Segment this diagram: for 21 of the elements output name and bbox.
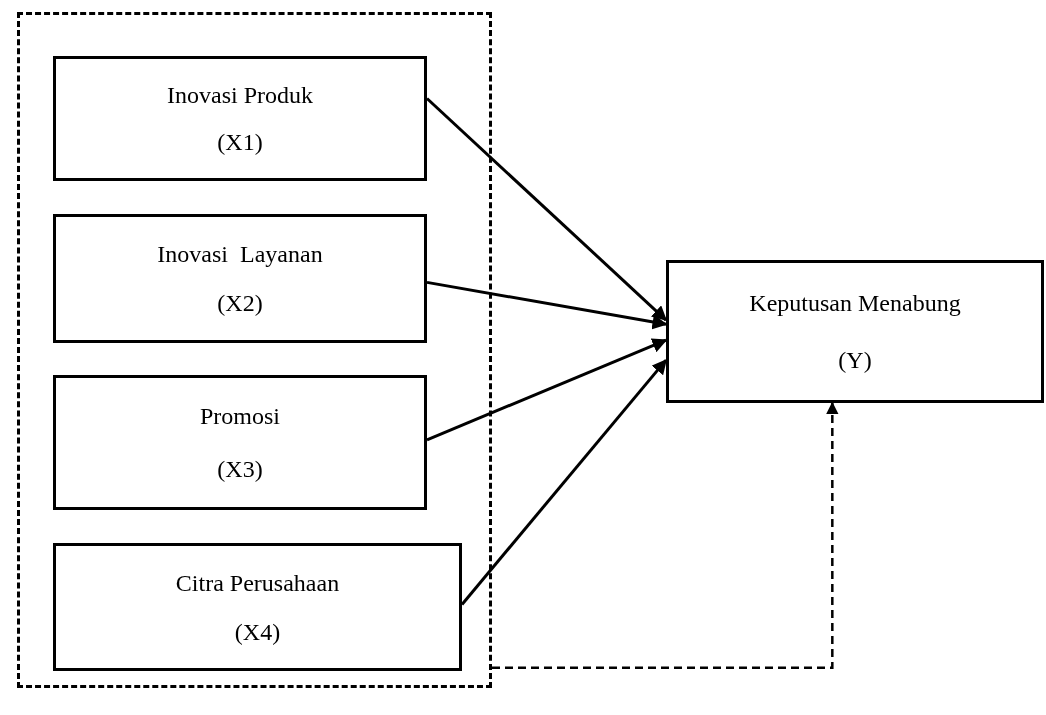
- arrow: [460, 358, 668, 606]
- variable-box: [666, 260, 1044, 403]
- variable-box: [53, 56, 427, 181]
- group-box: [17, 12, 492, 688]
- variable-box: [53, 375, 427, 510]
- arrow: [426, 280, 668, 330]
- arrow: [426, 97, 668, 322]
- arrow: [492, 401, 839, 669]
- variable-code: (X1): [217, 130, 263, 155]
- variable-box: [53, 543, 462, 671]
- variable-name: Inovasi Produk: [167, 82, 313, 107]
- variable-name: Promosi: [200, 404, 280, 429]
- arrow: [426, 338, 668, 442]
- variable-name: Citra Perusahaan: [175, 570, 340, 595]
- variable-code: (X4): [234, 619, 281, 644]
- variable-code: (X3): [217, 456, 263, 481]
- variable-box: [53, 214, 427, 343]
- variable-name: Inovasi Layanan: [157, 241, 323, 266]
- variable-code: (X2): [217, 291, 263, 316]
- variable-code: (Y): [838, 347, 872, 372]
- variable-name: Keputusan Menabung: [749, 291, 961, 316]
